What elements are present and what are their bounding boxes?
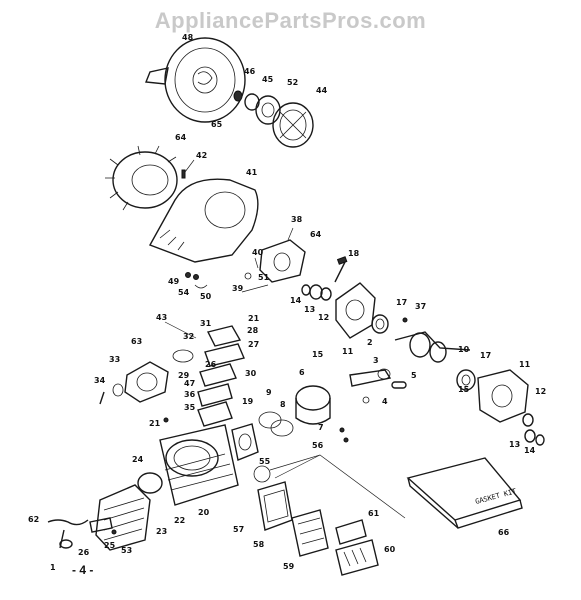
recoil-starter-housing [145,37,246,123]
watermark-text: AppliancePartsPros.com [154,8,427,33]
callout-c13a: 13 [304,305,315,314]
callout-c14b: 14 [524,446,536,455]
page-number: - 4 - [72,563,94,577]
callout-c64b: 64 [310,230,322,239]
callout-c36: 36 [184,390,196,399]
gasket-kit-box [406,457,523,529]
callout-c19: 19 [242,397,254,406]
callout-c57: 57 [233,525,244,534]
callout-c6: 6 [299,368,305,377]
blower-housing [148,178,259,263]
callout-c49: 49 [168,277,180,286]
callout-c45: 45 [262,75,274,84]
callout-c46: 46 [244,67,256,76]
callout-c42: 42 [196,151,207,160]
callout-c64a: 64 [175,133,187,142]
callout-c44: 44 [316,86,328,95]
callout-c26b: 26 [78,548,90,557]
flywheel [105,145,178,211]
callout-c38: 38 [291,215,303,224]
callout-c52: 52 [287,78,298,87]
callout-c5: 5 [411,371,417,380]
callout-c60: 60 [384,545,396,554]
callout-c59: 59 [283,562,295,571]
crankshaft [394,331,471,363]
callout-c35: 35 [184,403,196,412]
callout-c56: 56 [312,441,324,450]
callout-c4: 4 [382,397,388,406]
callout-c54: 54 [178,288,190,297]
callout-c33: 33 [109,355,120,364]
callout-c61: 61 [368,509,380,518]
callout-c12a: 12 [318,313,329,322]
callout-c20: 20 [198,508,210,517]
callout-c23: 23 [156,527,167,536]
intake-reed-assembly [164,321,245,427]
callout-c17b: 17 [480,351,491,360]
callout-c58: 58 [253,540,265,549]
callout-c32: 32 [183,332,194,341]
carburetor [254,227,306,283]
piston [295,385,331,425]
callout-c3: 3 [373,356,379,365]
callout-c7: 7 [318,423,324,432]
callout-c2: 2 [367,338,373,347]
callout-c15a: 15 [312,350,324,359]
callout-c27: 27 [248,340,259,349]
throttle-linkage [185,272,269,293]
crankcase-right [477,369,529,423]
callout-c65: 65 [211,120,223,129]
callout-c53: 53 [121,546,132,555]
callout-c51: 51 [258,273,270,282]
callout-c55: 55 [259,457,271,466]
air-cleaner [99,361,169,405]
callout-c26: 26 [205,360,217,369]
callout-c40: 40 [252,248,264,257]
muffler [95,484,151,551]
crankcase-cover-left [335,282,376,339]
callout-c31: 31 [200,319,212,328]
callout-c66: 66 [498,528,510,537]
callout-c8: 8 [280,400,286,409]
callout-c43: 43 [156,313,167,322]
callout-c1: 1 [50,563,56,572]
callout-c29: 29 [178,371,190,380]
callout-c28: 28 [247,326,259,335]
callout-c24: 24 [132,455,144,464]
starter-pulley [233,90,281,125]
callout-c34: 34 [94,376,106,385]
callout-c10: 10 [458,345,470,354]
starter-cup [272,102,314,148]
callout-c30: 30 [245,369,257,378]
callout-c41: 41 [246,168,258,177]
callout-c22: 22 [174,516,185,525]
callout-c63: 63 [131,337,142,346]
callout-c17a: 17 [396,298,407,307]
callout-c25: 25 [104,541,116,550]
callout-c48: 48 [182,33,194,42]
cylinder [159,424,239,506]
callout-c12b: 12 [535,387,546,396]
callout-c13b: 13 [509,440,520,449]
callout-c11b: 11 [519,360,531,369]
callout-c21b: 21 [149,419,161,428]
callout-c39: 39 [232,284,244,293]
callout-c47: 47 [184,379,195,388]
callout-c50: 50 [200,292,212,301]
callout-c18: 18 [348,249,360,258]
callout-c9: 9 [266,388,272,397]
callout-c14a: 14 [290,296,302,305]
callout-c62: 62 [28,515,39,524]
callout-c15b: 15 [458,385,470,394]
callout-c11a: 11 [342,347,354,356]
callout-c21a: 21 [248,314,260,323]
callout-c37: 37 [415,302,426,311]
